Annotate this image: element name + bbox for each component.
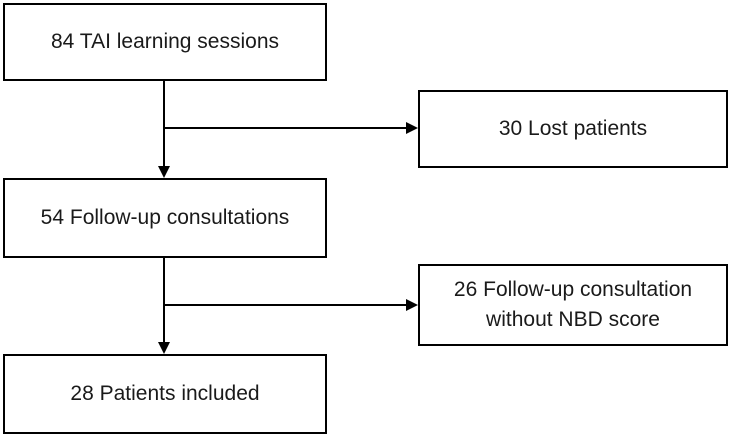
node-label: 28 Patients included: [70, 381, 260, 405]
arrow-followup-to-included: [158, 258, 170, 354]
node-label: 26 Follow-up consultation without NBD sc…: [453, 277, 693, 331]
arrow-tai-to-followup: [158, 80, 170, 178]
node-follow-up-without-nbd-score: 26 Follow-up consultation without NBD sc…: [418, 264, 728, 346]
arrow-followup-to-without-nbd: [164, 299, 418, 311]
node-label: 30 Lost patients: [498, 116, 648, 140]
node-label: 54 Follow-up consultations: [40, 205, 290, 229]
node-tai-learning-sessions: 84 TAI learning sessions: [3, 3, 327, 81]
node-follow-up-consultations: 54 Follow-up consultations: [3, 178, 327, 258]
arrow-tai-to-lost-patients: [164, 122, 418, 134]
node-lost-patients: 30 Lost patients: [418, 90, 728, 168]
node-patients-included: 28 Patients included: [3, 354, 327, 434]
node-label: 84 TAI learning sessions: [50, 29, 280, 53]
